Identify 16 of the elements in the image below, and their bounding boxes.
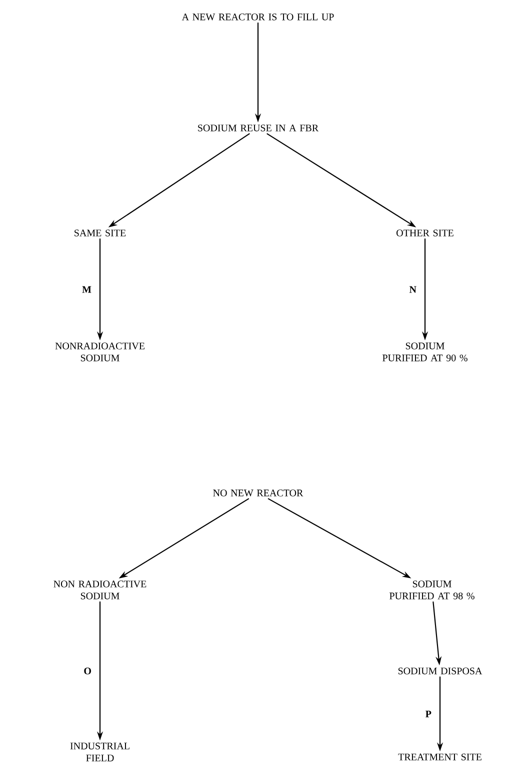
edge-label: O [84, 668, 91, 674]
node-label: NON RADIOACTIVE SODIUM [54, 580, 146, 600]
node-label: A NEW REACTOR IS TO FILL UP [182, 14, 334, 20]
node-label: SODIUM PURIFIED AT 98 % [390, 580, 474, 600]
node-label: SODIUM REUSE IN A FBR [198, 124, 319, 132]
edge-label: N [409, 286, 416, 293]
node-label: SODIUM PURIFIED AT 90 % [382, 342, 468, 362]
node-label: OTHER SITE [396, 230, 454, 236]
edge-label: P [426, 710, 432, 718]
node-label: INDUSTRIAL FIELD [70, 742, 130, 762]
node-label: NO NEW REACTOR [213, 490, 304, 496]
node-label: TREATMENT SITE [398, 754, 482, 760]
edge-label: M [82, 286, 92, 293]
node-label: SAME SITE [74, 230, 126, 236]
node-label: SODIUM DISPOSA [398, 668, 482, 674]
node-label: NONRADIOACTIVE SODIUM [55, 342, 144, 362]
